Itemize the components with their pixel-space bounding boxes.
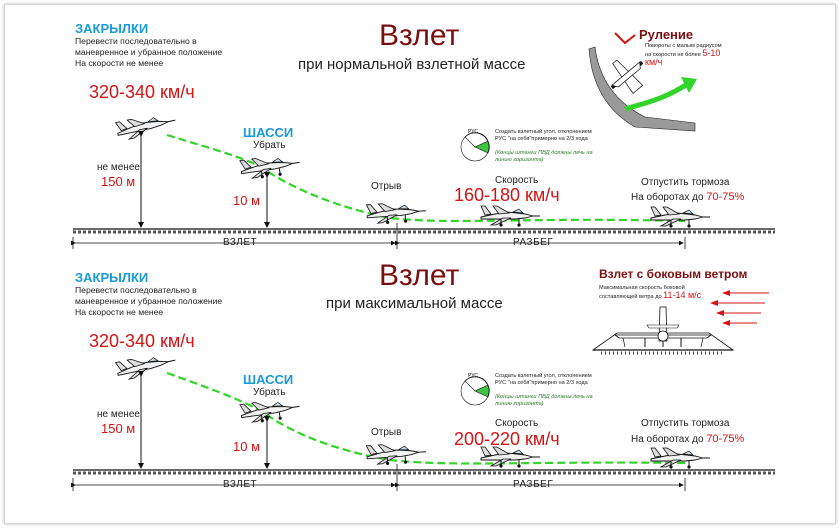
top-gear-text: Убрать [253,140,286,151]
takeoff-path [166,133,686,223]
crosswind-illustration [591,290,769,355]
plane-climb-icon [114,109,178,142]
top-title: Взлет [379,19,460,52]
top-flaps-text: Перевести последовательно в маневренное … [75,36,223,68]
top-flaps-speed: 320-340 км/ч [89,82,195,102]
bottom-power-value: 70-75% [706,433,745,445]
plane-gear-up-icon [240,397,301,426]
top-subtitle: при нормальной взлетной массе [298,56,526,73]
top-seg-run: РАЗБЕГ [513,237,554,248]
bottom-gear-text: Убрать [253,387,286,398]
top-flaps-title: ЗАКРЫЛКИ [75,21,149,36]
bottom-flaps-title: ЗАКРЫЛКИ [75,270,149,285]
top-liftoff: Отрыв [371,181,402,192]
plane-rotate-icon [481,206,540,227]
crosswind-text-line: Максимальная скорость боковой составляющ… [599,285,709,301]
bottom-seg-run: РАЗБЕГ [513,479,554,490]
top-gear-title: ШАССИ [243,125,294,140]
bottom-subtitle: при максимальной массе [326,295,503,312]
taxi-speed: 5-10 км/ч [645,48,721,67]
bottom-min-alt: 150 м [101,421,136,436]
bottom-rotate-note: (Концы штанги ПВД должны лечь на линию г… [495,394,593,407]
top-alt-10: 10 м [233,193,261,208]
bottom-flaps-text: Перевести последовательно в маневренное … [75,285,223,317]
top-min-label: не менее [97,162,140,173]
plane-liftoff-icon [366,201,426,226]
bottom-brakes-label: Отпустить тормоза [641,418,730,429]
crosswind-text: Максимальная скорость боковой составляющ… [599,285,685,300]
top-rotate-text: Создать взлетный угол, отклонением РУС "… [495,129,592,142]
bottom-rus-label: РУС [468,373,479,379]
top-speed-value: 160-180 км/ч [454,185,560,205]
top-power-label: На оборотах до [631,192,707,203]
plane-climb-icon [114,349,178,382]
bottom-power-line: На оборотах до 70-75% [631,433,744,445]
top-power-value: 70-75% [706,191,745,203]
bottom-speed-label: Скорость [495,418,539,429]
bottom-gear-title: ШАССИ [243,372,294,387]
plane-gear-up-icon [240,153,301,182]
top-min-alt: 150 м [101,174,136,189]
top-rotate-note: (Концы штанги ПВД должны лечь на линию г… [495,150,593,163]
taxi-text-line: Повороты с малым радиусом на скорости не… [645,43,727,68]
bottom-liftoff: Отрыв [371,427,402,438]
crosswind-title: Взлет с боковым ветром [599,267,748,281]
bottom-panel-graphics [71,290,775,491]
diagram-graphics [71,32,775,491]
top-rus-label: РУС [468,129,479,135]
stick-position-icon [460,132,490,162]
top-panel-graphics [71,32,775,249]
bottom-seg-takeoff: ВЗЛЕТ [223,479,258,490]
takeoff-diagram: Взлет при нормальной взлетной массе ЗАКР… [4,4,836,524]
plane-start-icon [651,207,710,228]
bottom-title: Взлет [379,259,460,292]
takeoff-path [166,371,686,465]
bottom-power-label: На оборотах до [631,434,707,445]
top-power-line: На оборотах до 70-75% [631,191,744,203]
top-brakes-label: Отпустить тормоза [641,177,730,188]
taxi-illustration [588,32,697,132]
top-seg-takeoff: ВЗЛЕТ [223,237,258,248]
plane-front-icon [613,306,713,348]
bottom-speed-value: 200-220 км/ч [454,429,560,449]
stick-position-icon [460,376,490,406]
bottom-flaps-speed: 320-340 км/ч [89,331,195,351]
plane-start-icon [651,448,710,469]
bottom-min-label: не менее [97,409,140,420]
bottom-rotate-text: Создать взлетный угол, отклонением РУС "… [495,373,592,386]
taxi-title: Руление [639,27,694,42]
bottom-alt-10: 10 м [233,439,261,454]
crosswind-value: 11-14 м/с [663,290,702,300]
top-speed-label: Скорость [495,175,539,186]
taxi-text: Повороты с малым радиусом на скорости не… [645,43,722,58]
